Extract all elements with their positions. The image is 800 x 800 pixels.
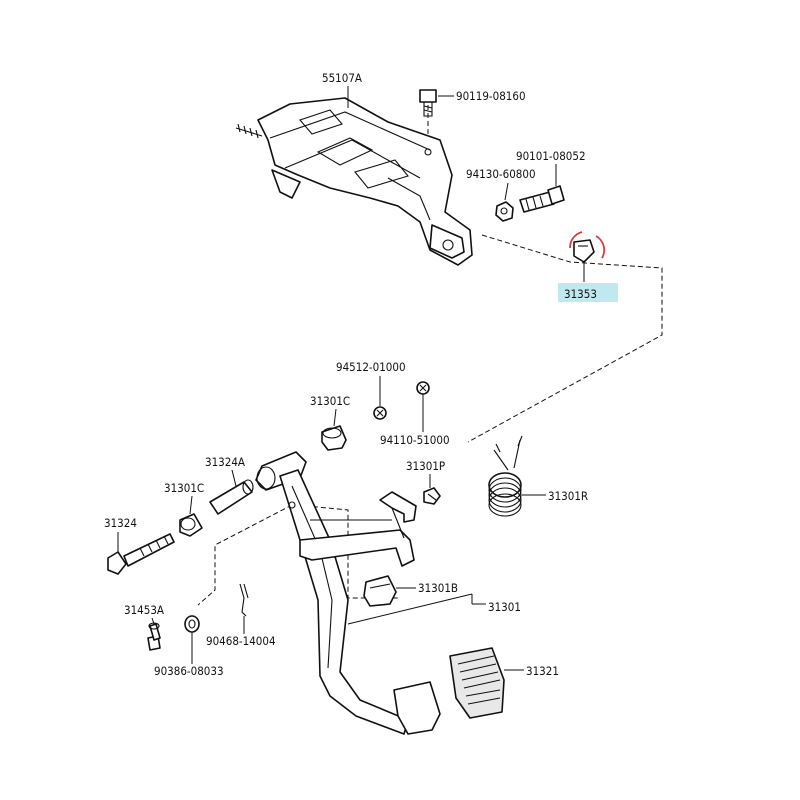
bushing-31301c-left (179, 513, 203, 537)
label-31353: 31353 (564, 287, 597, 301)
bolt-90101-08052 (519, 185, 565, 213)
cushion-94512-01000 (373, 406, 387, 420)
pedal-bracket-55107a (235, 97, 473, 266)
pin-31453a (147, 622, 161, 651)
label-31453a: 31453A (124, 603, 164, 617)
label-31324a: 31324A (205, 455, 245, 469)
bushing-31301c-top (321, 425, 347, 451)
label-31301r: 31301R (548, 489, 588, 503)
label-90119-08160: 90119-08160 (456, 89, 526, 103)
label-55107a: 55107A (322, 71, 362, 85)
label-90468-14004: 90468-14004 (206, 634, 276, 648)
label-31321: 31321 (526, 664, 559, 678)
label-94512-01000: 94512-01000 (336, 360, 406, 374)
label-31301c-top: 31301C (310, 394, 350, 408)
bolt-31324 (107, 533, 175, 575)
label-94110-51000: 94110-51000 (380, 433, 450, 447)
nut-94130-60800 (495, 201, 514, 222)
cushion-31301p (423, 487, 441, 505)
label-31301p: 31301P (406, 459, 445, 473)
label-31324: 31324 (104, 516, 137, 530)
nut-94110-51000 (416, 381, 430, 395)
clip-31353 (569, 231, 606, 263)
label-90386-08033: 90386-08033 (154, 664, 224, 678)
bushing-90386-08033 (184, 615, 200, 633)
cushion-31301b (363, 575, 397, 607)
label-94130-60800: 94130-60800 (466, 167, 536, 181)
label-31353-highlight (558, 283, 618, 302)
bolt-90119-08160 (419, 89, 437, 117)
label-31301c-left: 31301C (164, 481, 204, 495)
label-31301b: 31301B (418, 581, 458, 595)
collar-31324a (209, 479, 254, 515)
clip-90468-14004 (239, 583, 249, 617)
return-spring-31301r (488, 435, 523, 517)
brake-pedal-arm-31301 (255, 451, 441, 735)
pedal-pad-31321 (449, 647, 505, 719)
label-90101-08052: 90101-08052 (516, 149, 586, 163)
label-31301: 31301 (488, 600, 521, 614)
